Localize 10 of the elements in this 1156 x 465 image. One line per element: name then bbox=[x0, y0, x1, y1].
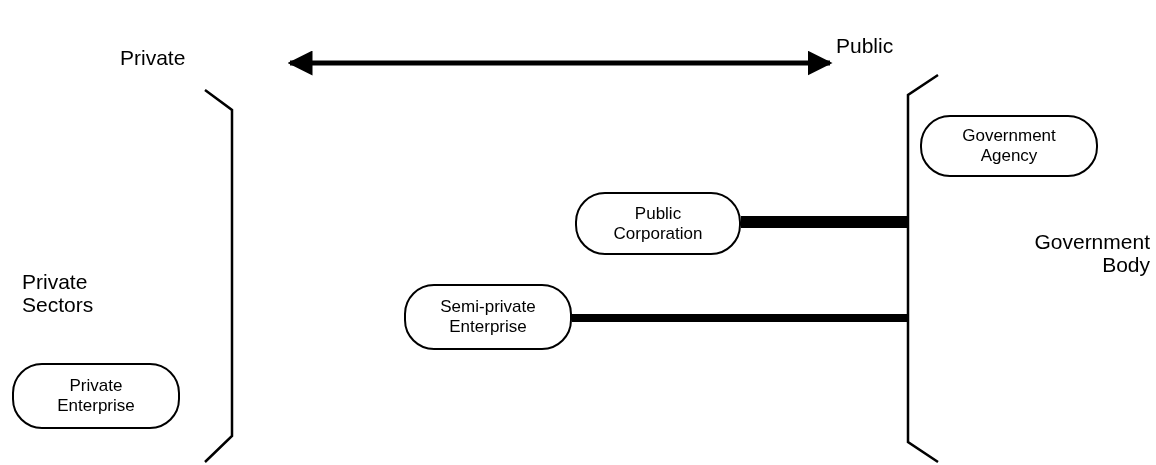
label-text: Private bbox=[120, 46, 187, 70]
rounded-box: Public Corporation bbox=[575, 192, 741, 255]
connector-line bbox=[741, 216, 908, 228]
connector-line bbox=[572, 314, 908, 322]
label-text: Public bbox=[836, 34, 895, 58]
label-text: Private Sectors bbox=[22, 270, 95, 317]
label-text: Government Body bbox=[1033, 230, 1150, 277]
rounded-box: Semi-private Enterprise bbox=[404, 284, 572, 350]
rounded-box: Government Agency bbox=[920, 115, 1098, 177]
rounded-box: Private Enterprise bbox=[12, 363, 180, 429]
